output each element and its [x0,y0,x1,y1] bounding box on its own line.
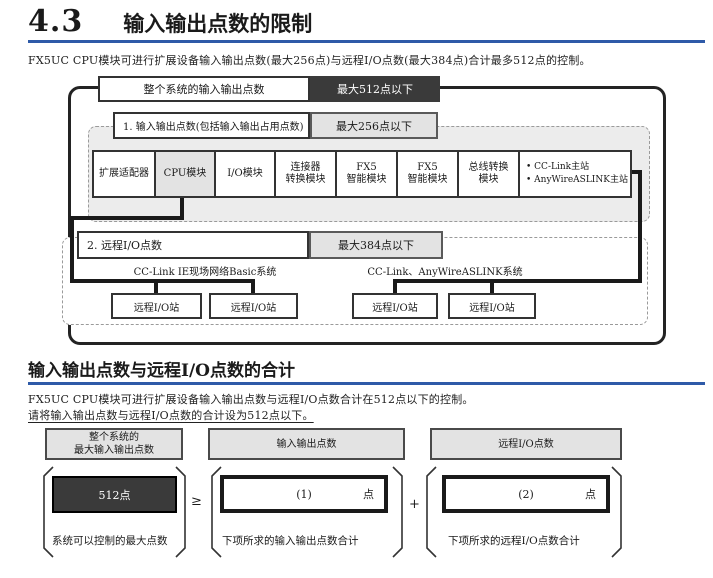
connector-drop-station3 [393,279,397,295]
io-points-value: (1) [296,487,312,501]
module-fx5-intelligent-1: FX5 智能模块 [335,152,396,196]
connector-drop-station1 [154,279,158,295]
remote-station-4: 远程I/O站 [448,293,536,319]
remote-station-1: 远程I/O站 [111,293,202,319]
module-cpu: CPU模块 [154,152,214,196]
module-master-stations: • CC-Link主站 • AnyWireASLINK主站 [518,152,630,196]
connector-right-bus [393,279,642,283]
master-cclink-label: • CC-Link主站 [526,161,590,172]
col1-header-box: 整个系统的 最大输入输出点数 [45,428,183,460]
bracket-group3 [426,466,622,558]
remote-io-limit-box: 最大384点以下 [309,231,443,259]
section-title: 输入输出点数的限制 [123,11,313,36]
col3-header-box: 远程I/O点数 [430,428,622,460]
io-points-value-box: (1) 点 [220,475,388,513]
master-anywire-label: • AnyWireASLINK主站 [526,175,628,185]
connector-right-stub [632,170,642,174]
section-number: 4.3 [28,4,84,39]
connector-left-trunk [70,216,74,283]
subsection-paragraph: FX5UC CPU模块可进行扩展设备输入输出点数与远程I/O点数合计在512点以… [28,393,474,406]
intro-paragraph: FX5UC CPU模块可进行扩展设备输入输出点数(最大256点)与远程I/O点数… [28,54,591,67]
plus-symbol: + [409,497,420,512]
module-row: 扩展适配器 CPU模块 I/O模块 连接器 转换模块 FX5 智能模块 FX5 … [92,150,632,198]
col2-caption: 下项所求的输入输出点数合计 [222,535,359,547]
col2-header-box: 输入输出点数 [208,428,405,460]
io-points-unit: 点 [363,488,374,501]
system-total-limit-box: 最大512点以下 [310,76,440,102]
col1-caption: 系统可以控制的最大点数 [52,535,168,547]
remote-station-3: 远程I/O站 [352,293,438,319]
greater-equal-symbol: ≥ [191,494,202,509]
subsection-title: 输入输出点数与远程I/O点数的合计 [28,361,295,381]
module-connector-conversion: 连接器 转换模块 [274,152,335,196]
connector-left-horizontal [70,216,184,220]
section-heading: 4.3 输入输出点数的限制 [28,4,312,39]
network2-label: CC-Link、AnyWireASLINK系统 [367,267,523,278]
module-fx5-intelligent-2: FX5 智能模块 [396,152,457,196]
system-total-label-box: 整个系统的输入输出点数 [98,76,310,102]
subsection-rule [28,382,705,385]
heading-rule [28,40,705,43]
connector-cpu-drop [180,198,184,220]
io-points-label-box: 1. 输入输出点数(包括输入输出占用点数) [113,112,310,139]
network1-label: CC-Link IE现场网络Basic系统 [133,267,277,278]
subsection-note: 请将输入输出点数与远程I/O点数的合计设为512点以下。 [28,409,314,422]
remote-io-label-box: 2. 远程I/O点数 [77,231,309,259]
bracket-group2 [211,466,403,558]
col3-caption: 下项所求的远程I/O点数合计 [448,535,580,547]
module-bus-conversion: 总线转换 模块 [457,152,518,196]
connector-right-trunk [638,170,642,283]
connector-drop-station4 [490,279,494,295]
module-io: I/O模块 [214,152,274,196]
io-points-limit-box: 最大256点以下 [310,112,438,139]
connector-left-bus [70,279,255,283]
max-points-value-box: 512点 [52,476,177,513]
remote-points-value: (2) [518,487,534,501]
bracket-group1 [43,466,186,558]
module-expansion-adapter: 扩展适配器 [94,152,154,196]
remote-points-value-box: (2) 点 [442,475,610,513]
connector-drop-station2 [251,279,255,295]
remote-points-unit: 点 [585,488,596,501]
remote-station-2: 远程I/O站 [209,293,298,319]
